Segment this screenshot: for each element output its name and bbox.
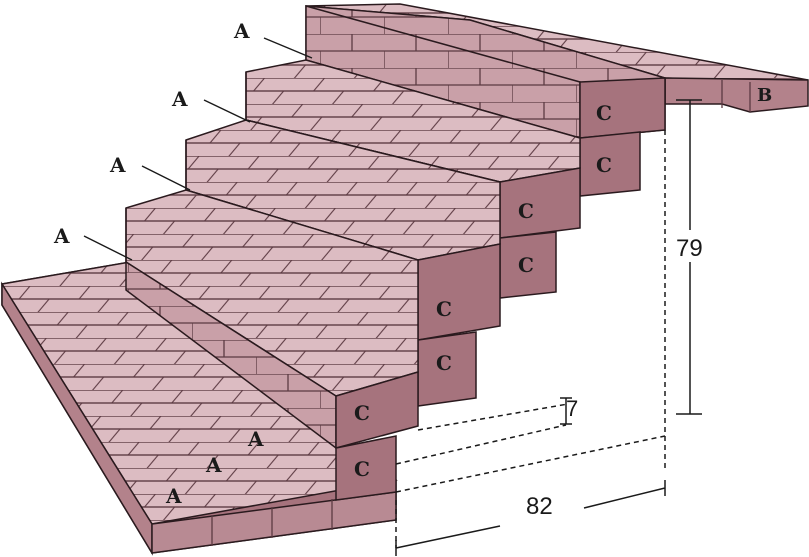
label-c-7: C: [354, 401, 370, 425]
label-a-1: A: [233, 19, 250, 43]
label-a-2: A: [171, 87, 188, 111]
label-c-1: C: [596, 101, 612, 125]
step-4: [305, 5, 666, 197]
label-c-3: C: [518, 199, 534, 223]
label-c-6: C: [436, 351, 452, 375]
ground-slab: [0, 261, 398, 556]
label-c-4: C: [518, 253, 534, 277]
dimension-height: 79: [676, 235, 703, 262]
step-1: [125, 189, 419, 501]
label-a-6: A: [205, 453, 222, 477]
dimension-step: 7: [566, 396, 578, 421]
label-b: B: [757, 85, 772, 106]
label-c-8: C: [354, 457, 370, 481]
dimension-width: 82: [526, 493, 553, 520]
label-c-5: C: [436, 297, 452, 321]
leader-lines: [83, 37, 313, 261]
label-a-4: A: [53, 224, 70, 248]
label-c-2: C: [596, 153, 612, 177]
label-a-3: A: [109, 153, 126, 177]
dimension-lines: [395, 99, 702, 556]
label-a-5: A: [247, 427, 264, 451]
label-a-7: A: [165, 484, 182, 508]
